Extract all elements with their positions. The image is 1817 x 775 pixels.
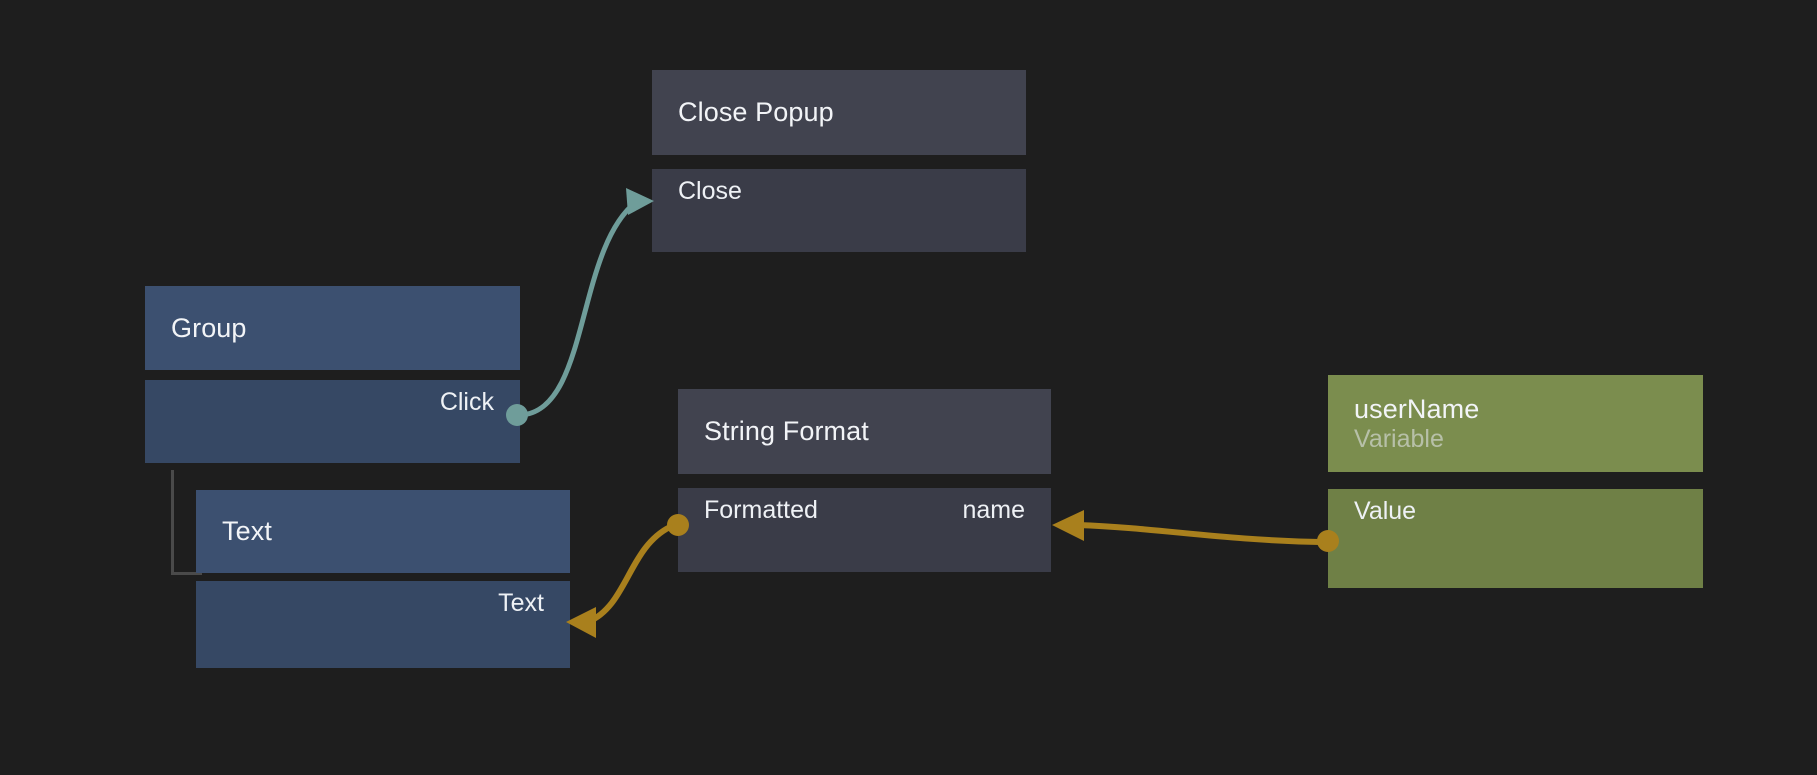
wire-arrow-text	[566, 607, 596, 638]
port-label-text: Text	[498, 588, 544, 617]
node-title-bar: Text	[196, 490, 570, 573]
wire-formatted-to-text	[585, 524, 673, 625]
port-label-formatted: Formatted	[704, 495, 818, 524]
node-user-name[interactable]: userName Variable Value	[1328, 375, 1703, 588]
port-label-close: Close	[678, 176, 742, 205]
node-body: Formatted name	[678, 488, 1051, 572]
node-subtitle-text: Variable	[1354, 424, 1444, 453]
node-text[interactable]: Text Text	[196, 490, 570, 668]
node-group[interactable]: Group Click	[145, 286, 520, 463]
port-row-formatted-name[interactable]: Formatted name	[678, 488, 1051, 532]
node-title-text: userName	[1354, 394, 1480, 425]
port-row-text[interactable]: Text	[196, 581, 570, 625]
node-body: Value	[1328, 489, 1703, 588]
wire-value-to-name	[1075, 522, 1323, 545]
port-label-click: Click	[439, 387, 494, 416]
port-label-value: Value	[1354, 496, 1417, 525]
port-dot-formatted[interactable]	[667, 514, 689, 536]
port-dot-value[interactable]	[1317, 530, 1339, 552]
node-title-bar: Close Popup	[652, 70, 1026, 155]
port-dot-click[interactable]	[506, 404, 528, 426]
wire-click-to-close	[517, 199, 639, 418]
node-body: Click	[145, 380, 520, 463]
node-title-text: Text	[222, 516, 272, 547]
node-title-bar: userName Variable	[1328, 375, 1703, 472]
wire-arrow-name	[1052, 510, 1084, 541]
node-title-text: Group	[171, 312, 247, 343]
hierarchy-bracket	[171, 470, 202, 575]
node-title-text: Close Popup	[678, 97, 834, 128]
port-label-name: name	[962, 495, 1025, 524]
port-row-close[interactable]: Close	[652, 169, 1026, 213]
node-close-popup[interactable]: Close Popup Close	[652, 70, 1026, 252]
node-body: Close	[652, 169, 1026, 252]
node-string-format[interactable]: String Format Formatted name	[678, 389, 1051, 572]
wire-arrow-close	[626, 188, 654, 215]
node-title-bar: Group	[145, 286, 520, 370]
node-title-text: String Format	[704, 416, 869, 447]
port-row-click[interactable]: Click	[145, 380, 520, 424]
port-row-value[interactable]: Value	[1328, 489, 1703, 533]
node-body: Text	[196, 581, 570, 668]
node-title-bar: String Format	[678, 389, 1051, 474]
